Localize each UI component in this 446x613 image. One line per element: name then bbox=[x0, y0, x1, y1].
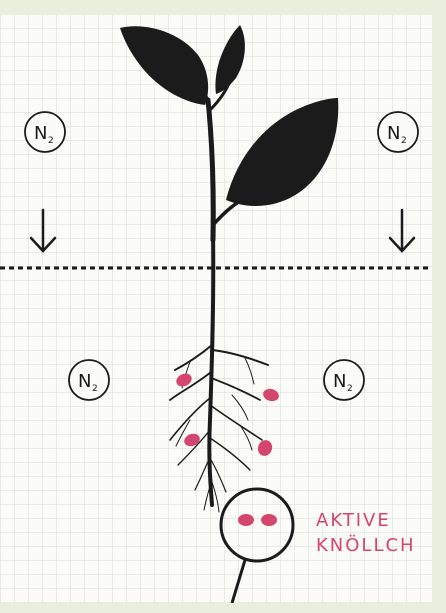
svg-text:N: N bbox=[34, 123, 47, 144]
n2-top-left: N 2 bbox=[25, 112, 65, 152]
frame-top-margin bbox=[0, 0, 446, 15]
frame-bottom-margin bbox=[0, 603, 446, 613]
nodule-caption-line2: KNÖLLCH bbox=[316, 534, 416, 556]
svg-text:2: 2 bbox=[347, 384, 353, 394]
n2-bottom-right: N 2 bbox=[324, 360, 364, 400]
svg-text:2: 2 bbox=[48, 136, 54, 146]
n2-top-right: N 2 bbox=[378, 112, 418, 152]
svg-text:N: N bbox=[387, 123, 400, 144]
n2-bottom-left: N 2 bbox=[69, 360, 109, 400]
nodule-caption-line1: AKTIVE bbox=[316, 510, 391, 531]
svg-text:2: 2 bbox=[92, 384, 98, 394]
nodule bbox=[238, 514, 254, 526]
svg-text:N: N bbox=[78, 371, 91, 392]
svg-text:2: 2 bbox=[401, 136, 407, 146]
nodule bbox=[261, 514, 277, 526]
svg-text:N: N bbox=[333, 371, 346, 392]
frame-right-margin bbox=[432, 0, 446, 613]
